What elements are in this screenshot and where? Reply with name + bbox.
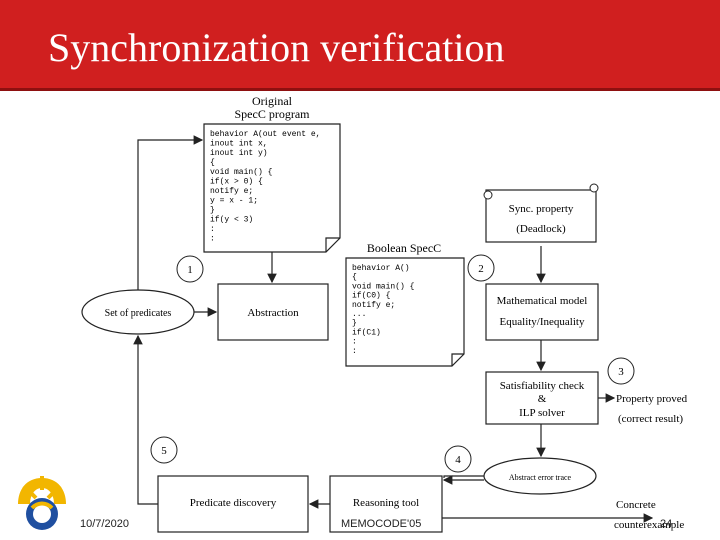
code-line: notify e; xyxy=(352,301,395,310)
satisfiability-amp: & xyxy=(538,393,547,405)
code-line: if(x > 0) { xyxy=(210,178,263,187)
slide-header: Synchronization verification xyxy=(0,0,720,91)
footer-conference: MEMOCODE'05 xyxy=(341,518,422,530)
satisfiability-label: Satisfiability check xyxy=(500,380,585,392)
university-logo-icon xyxy=(18,476,66,530)
math-model-box xyxy=(485,283,599,341)
original-code: behavior A(out event e, inout int x, ino… xyxy=(210,130,320,244)
code-line: : xyxy=(352,347,357,356)
slide-title: Synchronization verification xyxy=(48,25,505,70)
code-line: notify e; xyxy=(210,187,253,196)
predicate-discovery-box xyxy=(157,475,309,533)
code-line: y = x - 1; xyxy=(210,197,258,206)
boolean-label: Boolean SpecC xyxy=(367,241,441,255)
code-line: if(C1) xyxy=(352,328,381,337)
satisfiability-ilp: ILP solver xyxy=(519,407,565,419)
step-3-label: 3 xyxy=(618,366,624,378)
step-2-label: 2 xyxy=(478,263,484,275)
step-4-label: 4 xyxy=(455,454,461,466)
math-model-label: Mathematical model xyxy=(497,295,588,307)
code-line: inout int x, xyxy=(210,140,268,149)
sync-property-deadlock: (Deadlock) xyxy=(516,223,566,235)
code-line: : xyxy=(210,225,215,234)
sync-property-scroll xyxy=(485,189,597,243)
predicate-discovery-label: Predicate discovery xyxy=(190,497,277,509)
math-model-equality: Equality/Inequality xyxy=(500,316,585,328)
original-label-2: SpecC program xyxy=(235,107,311,121)
code-line: : xyxy=(210,235,215,244)
original-label: Original xyxy=(252,94,293,108)
step-5-label: 5 xyxy=(161,445,167,457)
footer-date: 10/7/2020 xyxy=(80,518,129,530)
abstraction-label: Abstraction xyxy=(247,307,299,319)
property-proved: Property proved xyxy=(616,393,688,405)
boolean-code: behavior A(){ void main() { if(C0) { not… xyxy=(352,264,415,356)
step-2-circle xyxy=(467,254,495,282)
set-of-predicates-label: Set of predicates xyxy=(105,308,172,319)
abstract-error-trace-label: Abstract error trace xyxy=(509,473,572,482)
step-1-label: 1 xyxy=(187,264,193,276)
code-line: { xyxy=(210,159,215,168)
counterexample-label: counterexample xyxy=(614,519,684,531)
code-line: behavior A() xyxy=(352,264,410,273)
step-4-circle xyxy=(444,445,472,473)
code-line: inout int y) xyxy=(210,149,268,158)
verification-flow-diagram: Original SpecC program behavior A(out ev… xyxy=(81,94,688,533)
step-5-circle xyxy=(150,436,178,464)
code-line: } xyxy=(210,206,215,215)
satisfiability-box xyxy=(485,371,599,425)
code-line: if(y < 3) xyxy=(210,216,253,225)
code-line: void main() { xyxy=(352,282,415,291)
code-line: : xyxy=(352,338,357,347)
correct-result: (correct result) xyxy=(618,413,683,425)
step-1-circle xyxy=(176,255,204,283)
reasoning-tool-label: Reasoning tool xyxy=(353,497,419,509)
code-line: ... xyxy=(352,310,366,319)
code-line: behavior A(out event e, xyxy=(210,130,320,139)
boolean-code-page xyxy=(345,257,465,367)
flow-arrows xyxy=(133,135,654,523)
step-3-circle xyxy=(607,357,635,385)
abstraction-box xyxy=(217,283,329,341)
code-line: } xyxy=(352,319,357,328)
sync-property-label: Sync. property xyxy=(509,203,574,215)
page-number: 24 xyxy=(660,518,673,530)
code-line: void main() { xyxy=(210,168,273,177)
code-line: { xyxy=(352,273,357,282)
original-code-page xyxy=(203,123,341,253)
concrete-label: Concrete xyxy=(616,499,656,511)
code-line: if(C0) { xyxy=(352,292,391,301)
